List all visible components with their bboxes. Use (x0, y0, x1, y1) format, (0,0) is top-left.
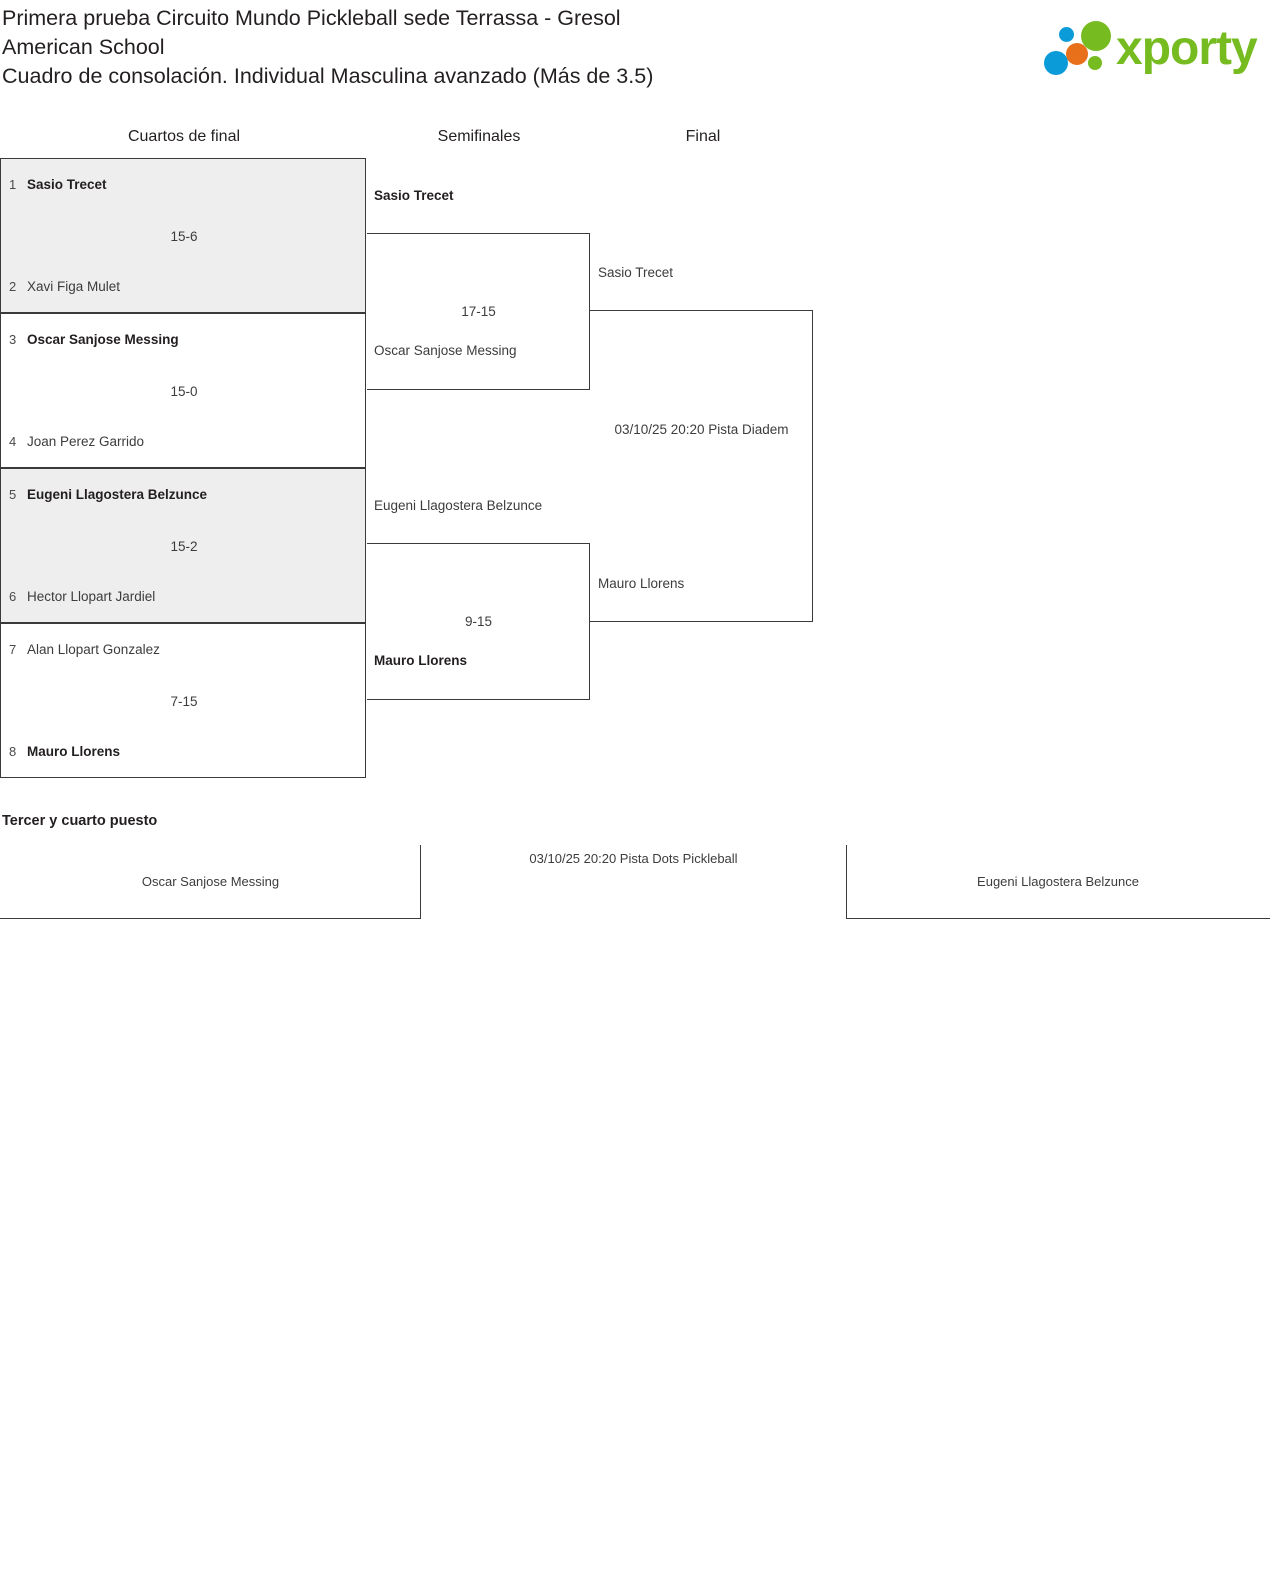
player-name: Hector Llopart Jardiel (27, 589, 156, 604)
match-score: 7-15 (170, 694, 198, 709)
seed-number: 8 (9, 744, 17, 759)
title-line-3: Cuadro de consolación. Individual Mascul… (2, 64, 654, 88)
seed-number: 6 (9, 589, 17, 604)
player-name: Sasio Trecet (27, 177, 107, 192)
final-match[interactable] (590, 310, 813, 622)
third-place-player-left: Oscar Sanjose Messing (141, 874, 280, 889)
match-slot-top[interactable]: 7 Alan Llopart Gonzalez (1, 640, 361, 660)
player-name: Oscar Sanjose Messing (27, 332, 179, 347)
player-name: Alan Llopart Gonzalez (27, 642, 160, 657)
seed-number: 5 (9, 487, 17, 502)
title-line-1: Primera prueba Circuito Mundo Pickleball… (2, 6, 621, 30)
third-place-title: Tercer y cuarto puesto (2, 813, 158, 829)
seed-number: 7 (9, 642, 17, 657)
seed-number: 1 (9, 177, 17, 192)
logo-dot-large-green (1081, 21, 1111, 51)
match-slot-bottom[interactable]: 4 Joan Perez Garrido (1, 432, 361, 452)
third-place-schedule: 03/10/25 20:20 Pista Dots Pickleball (529, 851, 738, 866)
semifinal-1-player-top: Sasio Trecet (374, 188, 454, 203)
logo-dot-small-green (1088, 56, 1102, 70)
match-score: 9-15 (464, 613, 493, 629)
player-name: Joan Perez Garrido (27, 434, 145, 449)
seed-number: 2 (9, 279, 17, 294)
quarterfinal-match-3[interactable]: 5 Eugeni Llagostera Belzunce 15-2 6 Hect… (0, 468, 366, 623)
final-player-top: Sasio Trecet (598, 265, 674, 280)
match-slot-bottom[interactable]: 8 Mauro Llorens (1, 742, 361, 762)
quarterfinal-match-4[interactable]: 7 Alan Llopart Gonzalez 7-15 8 Mauro Llo… (0, 623, 366, 778)
player-name: Mauro Llorens (27, 744, 121, 759)
semifinal-2-player-bottom: Mauro Llorens (374, 653, 468, 668)
match-score: 15-2 (170, 539, 198, 554)
player-name: Xavi Figa Mulet (27, 279, 121, 294)
tournament-title-block: Primera prueba Circuito Mundo Pickleball… (2, 4, 902, 91)
player-name: Eugeni Llagostera Belzunce (27, 487, 208, 502)
title-line-2: American School (2, 35, 165, 59)
round-header-final: Final (685, 128, 721, 145)
bracket-container: 1 Sasio Trecet 15-6 2 Xavi Figa Mulet 3 … (0, 158, 813, 778)
logo-dot-large-blue (1044, 51, 1068, 75)
final-match-schedule: 03/10/25 20:20 Pista Diadem (614, 422, 789, 437)
semifinal-2-player-top: Eugeni Llagostera Belzunce (374, 498, 543, 513)
match-slot-bottom[interactable]: 2 Xavi Figa Mulet (1, 277, 361, 297)
semifinal-1-player-bottom: Oscar Sanjose Messing (374, 343, 517, 358)
quarterfinal-match-1[interactable]: 1 Sasio Trecet 15-6 2 Xavi Figa Mulet (0, 158, 366, 313)
logo-dots-icon (1040, 18, 1116, 80)
third-place-right-box[interactable] (846, 845, 1270, 919)
match-score: 15-6 (170, 229, 198, 244)
page-header: Primera prueba Circuito Mundo Pickleball… (0, 0, 1280, 110)
match-slot-bottom[interactable]: 6 Hector Llopart Jardiel (1, 587, 361, 607)
seed-number: 3 (9, 332, 17, 347)
logo-wordmark: xporty (1116, 22, 1258, 75)
logo-dot-orange (1066, 43, 1088, 65)
logo-dot-small-blue (1059, 27, 1074, 42)
seed-number: 4 (9, 434, 17, 449)
match-slot-top[interactable]: 1 Sasio Trecet (1, 175, 361, 195)
quarterfinal-match-2[interactable]: 3 Oscar Sanjose Messing 15-0 4 Joan Pere… (0, 313, 366, 468)
semifinal-match-2[interactable]: 9-15 (367, 543, 590, 700)
third-place-player-right: Eugeni Llagostera Belzunce (977, 874, 1139, 889)
match-score: 17-15 (461, 303, 496, 319)
round-header-semifinals: Semifinales (437, 128, 521, 145)
final-player-bottom: Mauro Llorens (598, 576, 685, 591)
semifinal-match-1[interactable]: 17-15 (367, 233, 590, 390)
round-header-quarterfinals: Cuartos de final (127, 128, 241, 145)
match-slot-top[interactable]: 5 Eugeni Llagostera Belzunce (1, 485, 361, 505)
xporty-logo: xporty (1040, 18, 1272, 80)
match-slot-top[interactable]: 3 Oscar Sanjose Messing (1, 330, 361, 350)
match-score: 15-0 (170, 384, 198, 399)
third-place-left-box[interactable] (0, 845, 421, 919)
